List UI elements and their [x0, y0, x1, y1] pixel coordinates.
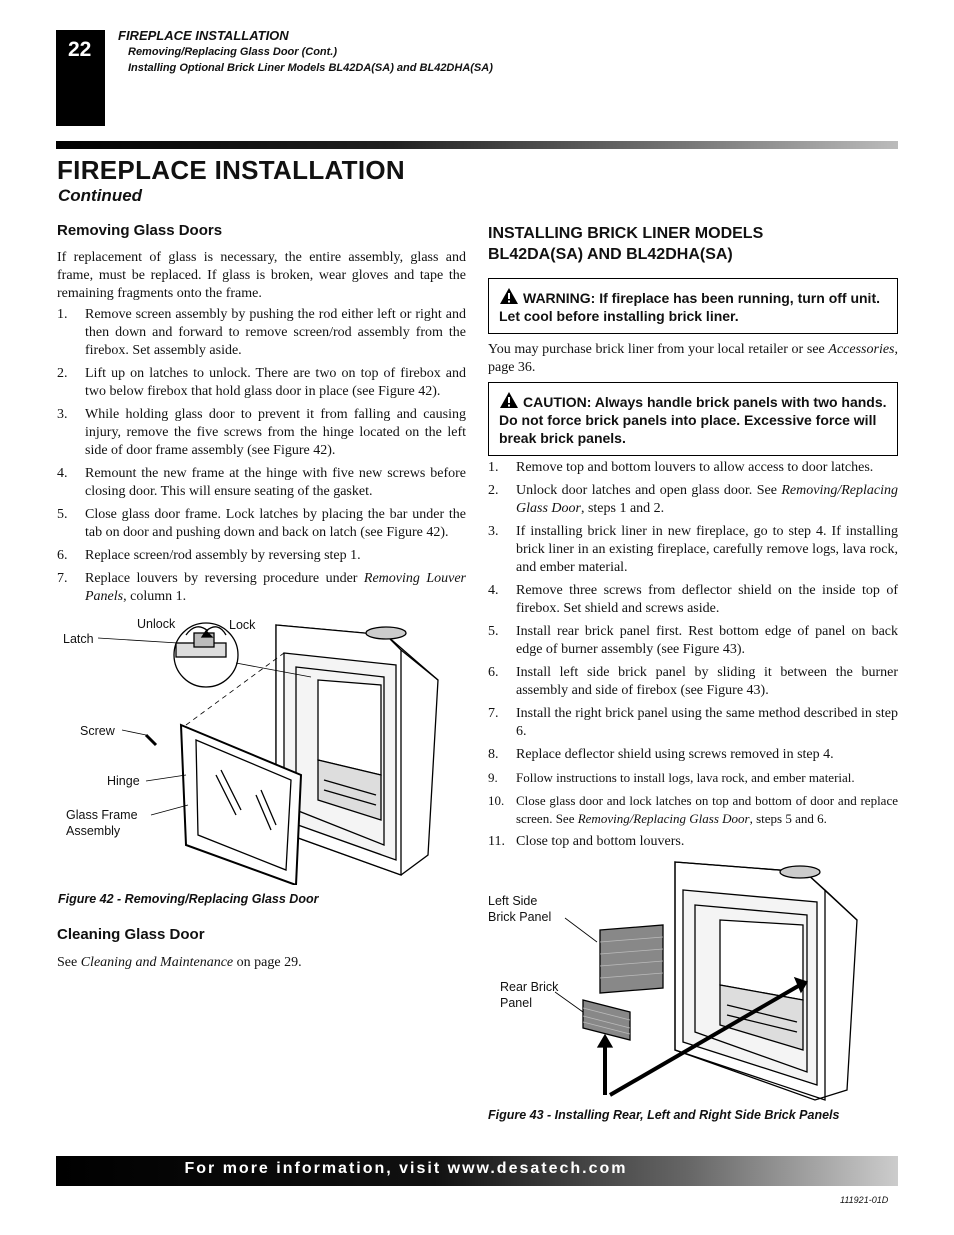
figure-42-caption: Figure 42 - Removing/Replacing Glass Doo…: [58, 892, 319, 906]
list-item: 6.Replace screen/rod assembly by reversi…: [57, 548, 361, 563]
page-title: FIREPLACE INSTALLATION: [57, 155, 405, 185]
fig42-label-latch: Latch: [63, 632, 94, 646]
list-item: 2.Unlock door latches and open glass doo…: [488, 483, 898, 516]
fig42-label-unlock: Unlock: [137, 617, 176, 631]
running-header-line2: Removing/Replacing Glass Door (Cont.): [128, 46, 338, 58]
footer-bar: [56, 1156, 898, 1186]
list-item: 4.Remount the new frame at the hinge wit…: [57, 466, 466, 499]
fig43-label-panel: Panel: [500, 996, 532, 1010]
list-item: 9.Follow instructions to install logs, l…: [488, 770, 855, 785]
removing-intro-paragraph: If replacement of glass is necessary, th…: [57, 250, 466, 301]
document-number: 111921-01D: [840, 1195, 889, 1205]
list-item: 3.If installing brick liner in new firep…: [488, 524, 898, 575]
figure-42-illustration: [97, 622, 439, 885]
footer-website-text: For more information, visit www.desatech…: [184, 1160, 628, 1177]
brick-liner-heading: INSTALLING BRICK LINER MODELS BL42DA(SA)…: [488, 225, 764, 263]
fig42-label-screw: Screw: [80, 724, 115, 738]
list-item: 4.Remove three screws from deflector shi…: [488, 583, 898, 616]
warning-triangle-icon: [500, 288, 518, 304]
list-item: 2.Lift up on latches to unlock. There ar…: [57, 366, 466, 399]
list-item: 6.Install left side brick panel by slidi…: [488, 665, 898, 698]
list-item: 5.Install rear brick panel first. Rest b…: [488, 624, 898, 657]
fig43-label-rear-brick: Rear Brick: [500, 980, 559, 994]
caution-box: CAUTION: Always handle brick panels with…: [488, 382, 898, 456]
running-header-section: FIREPLACE INSTALLATION: [118, 28, 289, 43]
brick-liner-steps-list: 1.Remove top and bottom louvers to allow…: [488, 459, 898, 856]
list-item: 10.Close glass door and lock latches on …: [488, 793, 898, 826]
fig42-label-hinge: Hinge: [107, 774, 140, 788]
figure-43-caption: Figure 43 - Installing Rear, Left and Ri…: [488, 1108, 840, 1122]
figure-43-illustration: [554, 861, 858, 1101]
warning-triangle-icon: [500, 392, 518, 408]
page-subtitle: Continued: [58, 186, 143, 205]
warning-box: WARNING: If fireplace has been running, …: [488, 278, 898, 334]
list-item: 7.Replace louvers by reversing procedure…: [57, 571, 466, 604]
list-item: 5.Close glass door frame. Lock latches b…: [57, 507, 466, 540]
cleaning-glass-door-heading: Cleaning Glass Door: [57, 926, 205, 943]
list-item: 1.Remove top and bottom louvers to allow…: [488, 460, 874, 475]
fig42-label-lock: Lock: [229, 618, 256, 632]
fig42-label-glass-frame: Glass Frame: [66, 808, 138, 822]
fig43-label-left-side: Left Side: [488, 894, 538, 908]
removing-steps-list: 1.Remove screen assembly by pushing the …: [57, 306, 466, 611]
page-number: 22: [56, 30, 105, 126]
top-gradient-bar: [56, 141, 898, 149]
purchase-paragraph: You may purchase brick liner from your l…: [488, 342, 898, 375]
list-item: 3.While holding glass door to prevent it…: [57, 407, 466, 458]
list-item: 7.Install the right brick panel using th…: [488, 706, 898, 739]
cleaning-paragraph: See Cleaning and Maintenance on page 29.: [57, 955, 302, 970]
fig43-label-brick-panel: Brick Panel: [488, 910, 552, 924]
fig42-label-assembly: Assembly: [66, 824, 121, 838]
removing-glass-doors-heading: Removing Glass Doors: [57, 222, 223, 239]
list-item: 8.Replace deflector shield using screws …: [488, 747, 834, 762]
running-header-line3: Installing Optional Brick Liner Models B…: [128, 62, 493, 74]
list-item: 11.Close top and bottom louvers.: [488, 834, 685, 849]
list-item: 1.Remove screen assembly by pushing the …: [57, 307, 466, 358]
